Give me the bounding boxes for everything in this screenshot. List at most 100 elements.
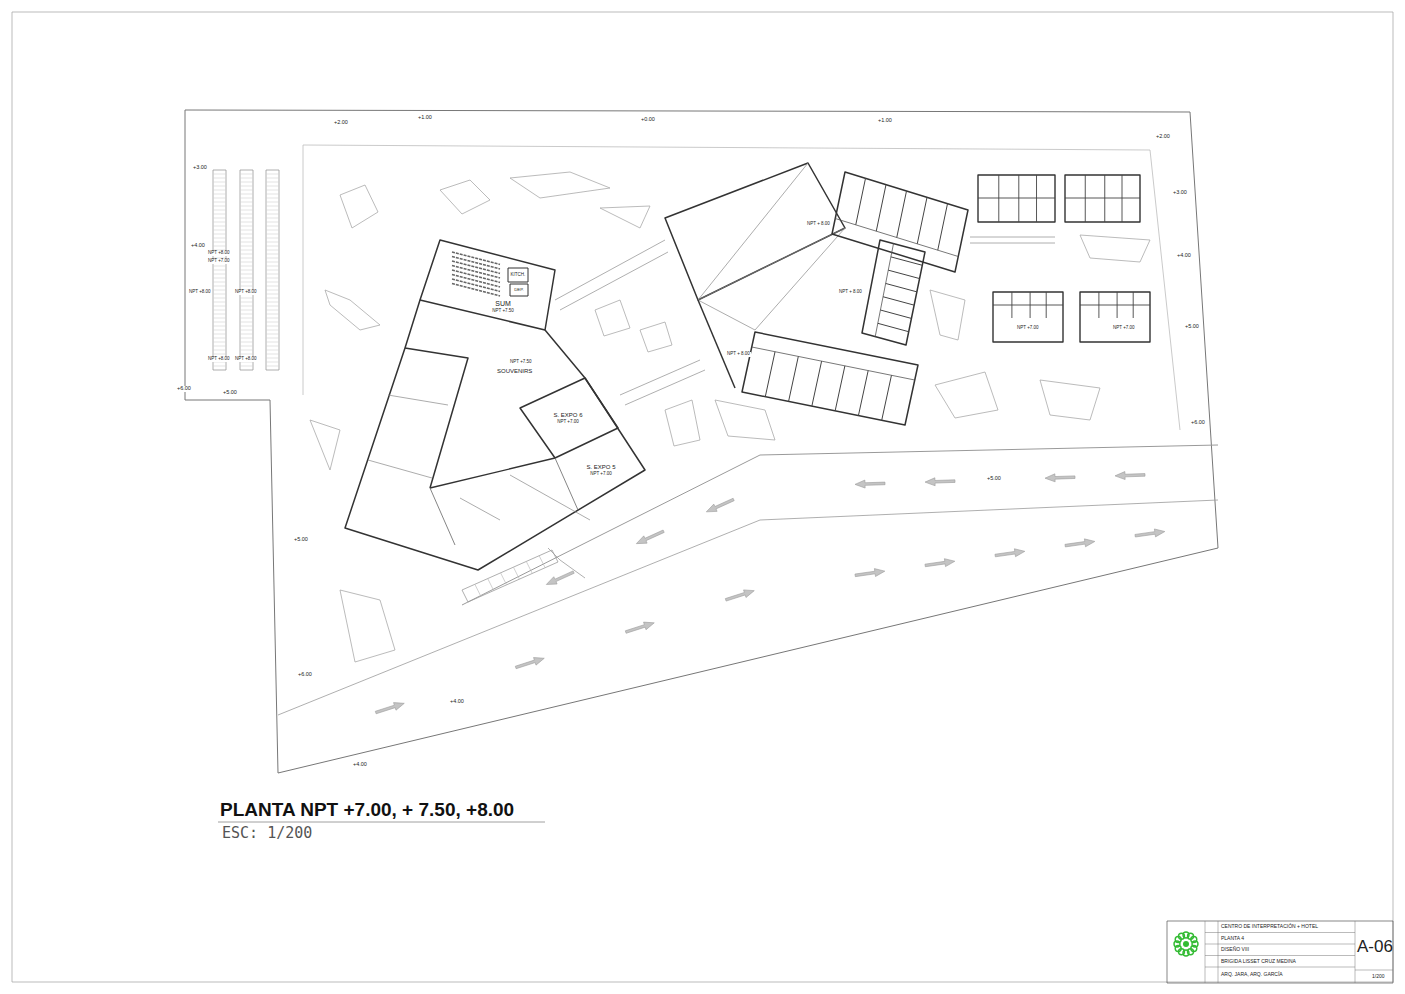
stair-step [213,238,226,239]
stair-step [266,178,279,179]
path-line [970,237,1055,238]
room-label-box: S. EXPO 6NPT +7.00 [552,411,583,425]
title-block-rule [1355,921,1356,983]
landscape-planter [340,590,395,662]
bungalow-partition [1065,198,1140,199]
atrium-wall [665,163,845,300]
traffic-arrow [855,569,885,577]
road-divider [278,500,1218,715]
room-divider [835,366,845,411]
stair-step [266,218,279,219]
stair-step [213,362,226,363]
stair-step [266,182,279,183]
landscape-planter [310,420,340,470]
elevation-mark: +5.00 [293,537,309,543]
stair-step [213,302,226,303]
stair-step [213,266,226,267]
room-name: SOUVENIRS [496,368,533,374]
road-edge [462,445,1218,605]
stair-step [213,338,226,339]
landscape-planter [440,180,490,214]
stair-step [240,338,253,339]
stair-step [213,306,226,307]
landscape-planter [595,300,630,336]
stair-step [266,258,279,259]
landscape-planter [1080,235,1150,262]
stair-step [266,214,279,215]
stair-step [240,174,253,175]
stair-step [266,338,279,339]
stair-step [240,210,253,211]
room-name: SUM [492,300,514,308]
grid-line [510,475,590,520]
room-name: S. EXPO 5 [586,464,615,471]
storage-wall [510,284,528,296]
traffic-arrow [625,622,654,633]
title-block-rule [1205,955,1355,956]
title-block-rule [1355,970,1393,971]
stair-step [213,174,226,175]
stair-step [240,366,253,367]
elevation-mark: +5.00 [1184,324,1200,330]
bridge-line [625,370,705,405]
stair-step [240,282,253,283]
landscape-planter [640,322,672,352]
room-wing [862,240,925,345]
sheet-frame [12,12,1393,982]
stair-step [240,346,253,347]
stair-step [240,318,253,319]
level-label: NPT +8.00 [234,357,258,362]
traffic-arrow [1115,472,1145,480]
kitchen-wall [508,268,528,282]
stair-step [266,254,279,255]
traffic-arrow [925,559,955,567]
room-label-box: S. EXPO 5NPT +7.00 [585,463,616,477]
stair-step [240,178,253,179]
traffic-arrow [1135,529,1165,537]
stair-step [266,194,279,195]
stair-step [213,218,226,219]
level-label: NPT +8.00 [207,357,231,362]
level-label: NPT +8.00 [234,290,258,295]
room-name: KITCH. [511,272,526,277]
room-divider [878,323,909,331]
stair-step [240,234,253,235]
stair-step [213,234,226,235]
stair-step [240,214,253,215]
grid-line [460,498,500,520]
hall-wall [405,348,468,488]
stair-step [240,270,253,271]
grid-line [368,460,432,478]
hall-wall [430,458,555,488]
stair-step [213,354,226,355]
expo-wall [520,378,618,458]
elevation-mark: +4.00 [1176,253,1192,259]
level-label: NPT +7.00 [1112,326,1136,331]
crosswalk-stripe [501,573,507,585]
stair-step [213,178,226,179]
stair-step [213,246,226,247]
stair-step [240,330,253,331]
bungalow-wall [1080,292,1150,342]
stair-step [213,326,226,327]
title-block-text: CENTRO DE INTERPRETACIÓN + HOTEL [1221,924,1318,929]
stair-band [266,170,279,370]
stair-step [240,206,253,207]
sheet-number: A-06 [1357,938,1393,955]
stair-step [213,190,226,191]
bridge-line [555,240,665,300]
stair-step [266,282,279,283]
stair-step [240,218,253,219]
partition [430,488,455,545]
bungalow-partition [1080,305,1150,306]
path-line [970,243,1055,244]
stair-step [213,330,226,331]
elevation-mark: +4.00 [352,762,368,768]
stair-step [266,298,279,299]
level-label: NPT +7.50 [509,360,533,365]
seat-row [452,284,500,296]
landscape-planter [715,400,775,440]
scale-text: 1/200 [1372,974,1385,979]
room-label-box: KITCH. [510,271,527,278]
landscape-planter [510,172,610,198]
